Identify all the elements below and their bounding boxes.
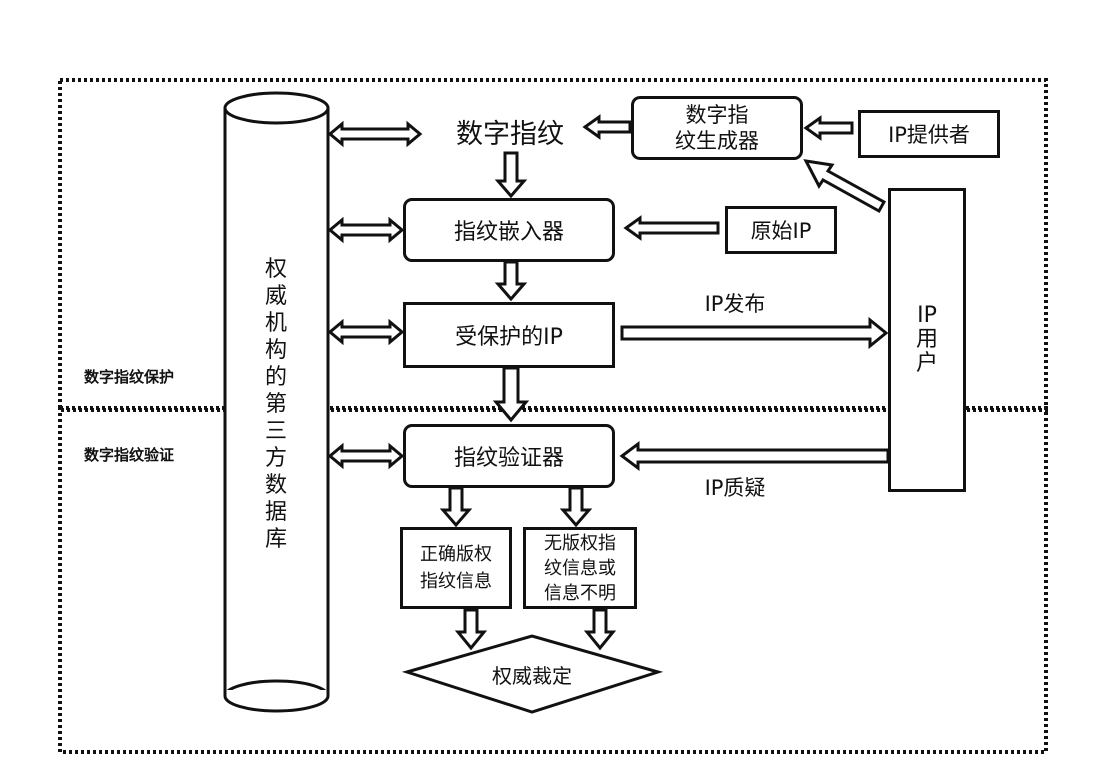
verifier-node: 指纹验证器 [403, 424, 615, 488]
ip-provider-node: IP提供者 [858, 110, 1000, 158]
provider-to-generator-arrow [803, 115, 854, 141]
database-label: 权 威 机 构 的 第 三 方 数 据 库 [264, 257, 287, 552]
generator-to-fingerprint-arrow [582, 114, 632, 140]
no-info-node: 无版权指 纹信息或 信息不明 [523, 527, 637, 609]
arbitration-diamond [401, 634, 664, 714]
db-embedder-arrow [327, 216, 405, 244]
verifier-to-noinfo-arrow [559, 486, 593, 528]
publish-arrow [620, 316, 889, 350]
db-protected-ip-arrow [327, 318, 405, 346]
db-verifier-arrow [327, 442, 405, 470]
embedder-node: 指纹嵌入器 [403, 198, 615, 262]
protected-ip-node: 受保护的IP [403, 302, 615, 368]
original-ip-label: 原始IP [750, 219, 812, 243]
arbitration-label: 权威裁定 [492, 664, 572, 688]
original-ip-to-embedder-arrow [623, 215, 720, 241]
verifier-to-correct-arrow [439, 486, 473, 528]
ip-user-node: IP 用 户 [888, 188, 966, 492]
embedder-label: 指纹嵌入器 [453, 220, 564, 245]
original-ip-node: 原始IP [725, 206, 837, 254]
query-arrow [619, 441, 890, 471]
no-info-label: 无版权指 纹信息或 信息不明 [544, 532, 616, 604]
user-to-generator-arrow [803, 159, 887, 214]
protected-ip-label: 受保护的IP [455, 325, 563, 350]
verifier-label: 指纹验证器 [453, 446, 564, 471]
correct-to-arbitration-arrow [454, 608, 488, 651]
embedder-to-protected-arrow [494, 260, 528, 302]
generator-node: 数字指 纹生成器 [631, 96, 803, 160]
ip-provider-label: IP提供者 [888, 123, 970, 147]
generator-label: 数字指 纹生成器 [675, 103, 759, 153]
noinfo-to-arbitration-arrow [583, 608, 617, 651]
correct-info-node: 正确版权 指纹信息 [400, 527, 512, 609]
query-label: IP质疑 [704, 476, 766, 500]
correct-info-label: 正确版权 指纹信息 [420, 544, 492, 592]
protection-section-label: 数字指纹保护 [84, 368, 175, 386]
fingerprint-to-embedder-arrow [494, 151, 528, 199]
database-cylinder [223, 91, 330, 713]
verification-section-label: 数字指纹验证 [84, 446, 175, 464]
protected-to-verifier-arrow [492, 366, 530, 423]
publish-label: IP发布 [704, 292, 766, 316]
verification-section-frame [58, 406, 1048, 754]
fingerprint-label: 数字指纹 [456, 119, 564, 150]
ip-user-label: IP 用 户 [915, 303, 938, 376]
db-fingerprint-arrow [327, 120, 423, 148]
